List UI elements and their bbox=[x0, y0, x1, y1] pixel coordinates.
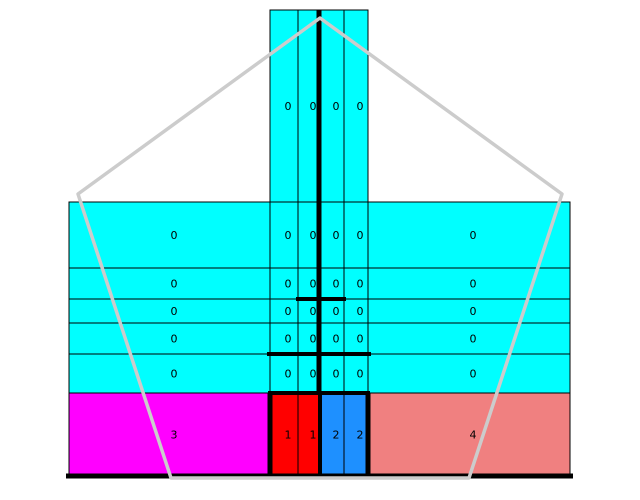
cell-value-r4-c4: 0 bbox=[357, 333, 364, 346]
cell-value-r0-c3: 0 bbox=[333, 100, 340, 113]
cell-r4-c5 bbox=[367, 322, 571, 355]
pentagon-outline-layer bbox=[76, 16, 564, 480]
cell-value-r3-c5: 0 bbox=[470, 305, 477, 318]
cell-value-r0-c2: 0 bbox=[310, 100, 317, 113]
cell-r6-c0 bbox=[68, 392, 271, 477]
cell-r6-c5 bbox=[367, 392, 571, 477]
cell-value-r2-c5: 0 bbox=[470, 278, 477, 291]
cell-value-r6-c0: 3 bbox=[171, 429, 178, 442]
cell-value-r5-c1: 0 bbox=[285, 368, 292, 381]
cell-value-r1-c2: 0 bbox=[310, 229, 317, 242]
cell-value-r2-c0: 0 bbox=[171, 278, 178, 291]
cell-value-r1-c0: 0 bbox=[171, 229, 178, 242]
cell-value-r5-c3: 0 bbox=[333, 368, 340, 381]
cell-value-r1-c5: 0 bbox=[470, 229, 477, 242]
cell-r3-c0 bbox=[68, 298, 271, 324]
cell-value-r3-c2: 0 bbox=[310, 305, 317, 318]
pentagon-outline bbox=[76, 16, 564, 480]
cell-r2-c1 bbox=[269, 267, 299, 300]
cell-r5-c0 bbox=[68, 353, 271, 394]
cell-r0-c4 bbox=[343, 9, 369, 203]
cell-r1-c4 bbox=[343, 201, 369, 269]
cell-value-r3-c0: 0 bbox=[171, 305, 178, 318]
cell-value-r5-c0: 0 bbox=[171, 368, 178, 381]
cell-value-r6-c1: 1 bbox=[285, 429, 292, 442]
cell-r1-c3 bbox=[319, 201, 345, 269]
labels-layer: 0 0 0 0 0 0 0 0 0 0 0 0 0 0 0 0 0 0 0 0 0 0 0 0 0 0 0 0 0 0 0 0 0 0 3 1 1 2 2 4 bbox=[171, 100, 477, 442]
cell-value-r2-c3: 0 bbox=[333, 278, 340, 291]
cell-r0-c1 bbox=[269, 9, 299, 203]
cell-r4-c0 bbox=[68, 322, 271, 355]
cell-value-r6-c2: 1 bbox=[310, 429, 317, 442]
cell-r0-c3 bbox=[319, 9, 345, 203]
cell-value-r2-c1: 0 bbox=[285, 278, 292, 291]
cell-value-r6-c4: 2 bbox=[357, 429, 364, 442]
cell-value-r4-c2: 0 bbox=[310, 333, 317, 346]
cell-r6-c4 bbox=[343, 392, 369, 477]
cell-value-r5-c2: 0 bbox=[310, 368, 317, 381]
cell-value-r6-c3: 2 bbox=[333, 429, 340, 442]
cell-value-r4-c5: 0 bbox=[470, 333, 477, 346]
cell-value-r1-c3: 0 bbox=[333, 229, 340, 242]
cell-r5-c4 bbox=[343, 353, 369, 394]
cell-r2-c0 bbox=[68, 267, 271, 300]
cell-value-r1-c4: 0 bbox=[357, 229, 364, 242]
cell-value-r5-c5: 0 bbox=[470, 368, 477, 381]
cell-r5-c5 bbox=[367, 353, 571, 394]
cell-value-r4-c0: 0 bbox=[171, 333, 178, 346]
cell-value-r4-c3: 0 bbox=[333, 333, 340, 346]
cell-r1-c0 bbox=[68, 201, 271, 269]
cell-value-r2-c2: 0 bbox=[310, 278, 317, 291]
cell-r4-c1 bbox=[269, 322, 299, 355]
cell-value-r0-c4: 0 bbox=[357, 100, 364, 113]
cell-value-r2-c4: 0 bbox=[357, 278, 364, 291]
cell-r3-c3 bbox=[319, 298, 345, 324]
cell-value-r5-c4: 0 bbox=[357, 368, 364, 381]
cell-r4-c3 bbox=[319, 322, 345, 355]
thick-bars-layer bbox=[66, 10, 573, 479]
cell-r1-c5 bbox=[367, 201, 571, 269]
cell-value-r6-c5: 4 bbox=[470, 429, 477, 442]
cells-layer bbox=[68, 9, 571, 477]
cell-value-r0-c1: 0 bbox=[285, 100, 292, 113]
cell-value-r1-c1: 0 bbox=[285, 229, 292, 242]
cell-value-r3-c3: 0 bbox=[333, 305, 340, 318]
cell-r3-c5 bbox=[367, 298, 571, 324]
cell-r3-c4 bbox=[343, 298, 369, 324]
cell-value-r4-c1: 0 bbox=[285, 333, 292, 346]
cell-value-r3-c1: 0 bbox=[285, 305, 292, 318]
cell-value-r3-c4: 0 bbox=[357, 305, 364, 318]
